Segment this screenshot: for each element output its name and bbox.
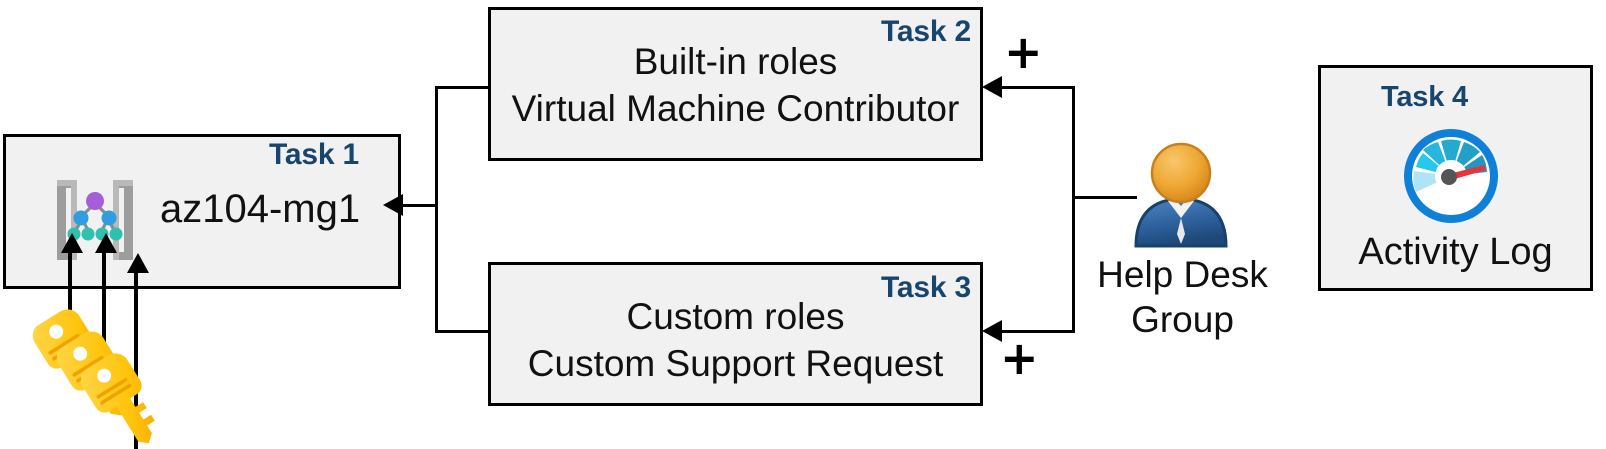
arrow-head-into-task1 bbox=[383, 194, 403, 216]
connector-right-bracket-vertical bbox=[1072, 86, 1075, 333]
key-arrow-2-head bbox=[95, 233, 117, 253]
task-4-label: Task 4 bbox=[1381, 81, 1468, 113]
task-3-text: Custom roles Custom Support Request bbox=[493, 293, 978, 387]
plus-sign-task3: + bbox=[1000, 331, 1039, 385]
task-2-line-1: Built-in roles bbox=[633, 41, 838, 82]
task-3-line-1: Custom roles bbox=[626, 296, 845, 337]
key-arrow-1-head bbox=[61, 233, 83, 253]
connector-bracket-to-task2 bbox=[1000, 86, 1075, 89]
task-2-label: Task 2 bbox=[881, 15, 971, 48]
task-1-label: Task 1 bbox=[269, 138, 359, 171]
task-4-text: Activity Log bbox=[1358, 231, 1553, 273]
task-3-box[interactable] bbox=[488, 262, 983, 406]
task-2-text: Built-in roles Virtual Machine Contribut… bbox=[493, 38, 978, 132]
helpdesk-caption-line-1: Help Desk bbox=[1097, 254, 1268, 295]
key-arrow-3-stem bbox=[134, 271, 138, 449]
task-3-line-2: Custom Support Request bbox=[527, 343, 944, 384]
connector-task3-to-bracket bbox=[435, 330, 491, 333]
arrow-head-into-task2 bbox=[982, 76, 1002, 98]
connector-helpdesk-to-bracket bbox=[1075, 196, 1137, 199]
task-2-box[interactable] bbox=[488, 7, 983, 161]
connector-left-bracket-vertical bbox=[435, 86, 438, 333]
plus-sign-task2: + bbox=[1004, 25, 1043, 79]
key-arrow-1-stem bbox=[68, 251, 72, 363]
connector-bracket-to-task3 bbox=[1000, 330, 1075, 333]
helpdesk-caption: Help Desk Group bbox=[1070, 252, 1295, 342]
activity-log-gauge-icon bbox=[1404, 129, 1498, 223]
key-arrow-3-head bbox=[127, 253, 149, 273]
task-2-line-2: Virtual Machine Contributor bbox=[511, 88, 960, 129]
connector-bracket-to-task1 bbox=[402, 204, 437, 207]
keys-icon bbox=[32, 309, 155, 444]
connector-task2-to-bracket bbox=[435, 86, 491, 89]
helpdesk-caption-line-2: Group bbox=[1131, 299, 1234, 340]
arrow-head-into-task3 bbox=[982, 320, 1002, 342]
task-3-label: Task 3 bbox=[881, 271, 971, 304]
task-1-text: az104-mg1 bbox=[160, 187, 361, 231]
key-arrow-2-stem bbox=[102, 251, 106, 401]
user-group-icon bbox=[1134, 142, 1228, 248]
